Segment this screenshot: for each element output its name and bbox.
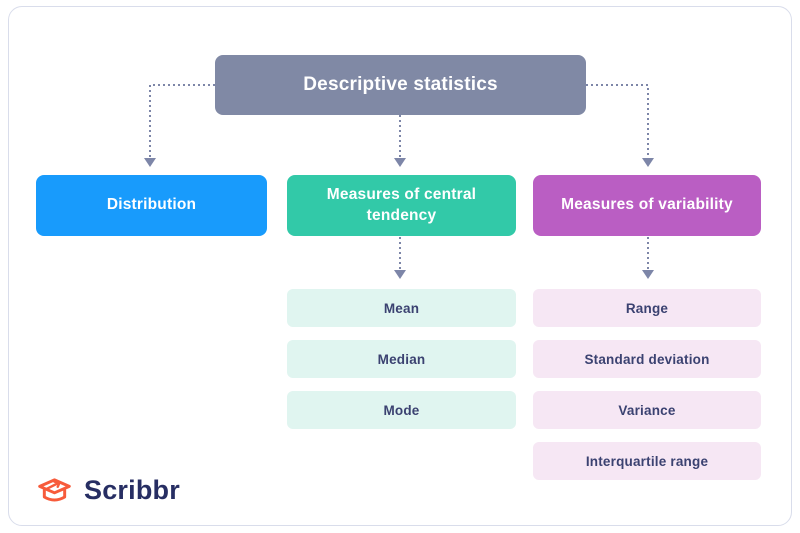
branch-node-central-tendency: Measures of central tendency — [287, 175, 516, 236]
scribbr-logo: Scribbr — [34, 472, 180, 509]
logo-text: Scribbr — [84, 475, 180, 505]
branch-node-variability: Measures of variability — [533, 175, 761, 236]
leaf-label: Median — [377, 351, 426, 367]
leaf-mode: Mode — [287, 391, 516, 429]
leaf-variance: Variance — [533, 391, 761, 429]
leaf-label: Interquartile range — [585, 453, 709, 469]
leaf-standard-deviation: Standard deviation — [533, 340, 761, 378]
branch-node-distribution: Distribution — [36, 175, 267, 236]
root-node-descriptive-statistics: Descriptive statistics — [215, 55, 586, 115]
leaf-label: Mean — [383, 300, 420, 316]
leaf-median: Median — [287, 340, 516, 378]
leaf-label: Mode — [383, 402, 420, 418]
root-node-label: Descriptive statistics — [303, 74, 498, 95]
branch-label: Measures of central tendency — [326, 186, 477, 224]
leaf-mean: Mean — [287, 289, 516, 327]
graduation-cap-icon — [34, 472, 75, 509]
branch-label: Distribution — [106, 196, 197, 214]
leaf-label: Standard deviation — [584, 351, 710, 367]
leaf-label: Range — [625, 300, 669, 316]
branch-label: Measures of variability — [561, 196, 733, 214]
leaf-range: Range — [533, 289, 761, 327]
leaf-interquartile-range: Interquartile range — [533, 442, 761, 480]
leaf-label: Variance — [618, 402, 676, 418]
